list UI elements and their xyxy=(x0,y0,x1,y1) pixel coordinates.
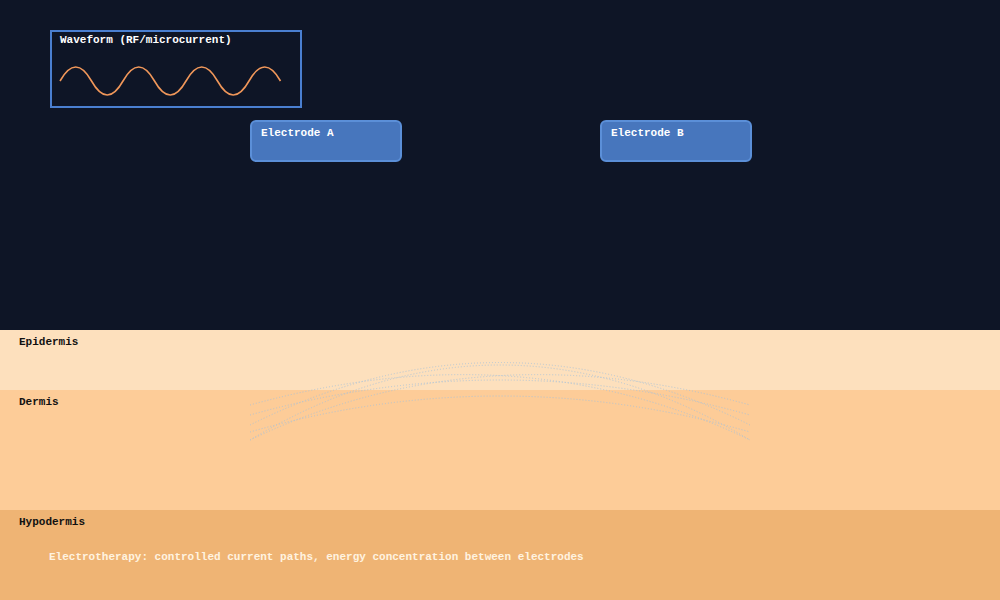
electrode-box: Electrode A xyxy=(250,120,402,162)
tissue-layer-band: Epidermis xyxy=(0,330,1000,390)
box-label: Waveform (RF/microcurrent) xyxy=(52,32,300,49)
electrode-box: Electrode B xyxy=(600,120,752,162)
layer-label: Epidermis xyxy=(0,330,1000,349)
layer-label: Dermis xyxy=(0,390,1000,409)
current-paths xyxy=(250,363,750,441)
layer-label: Hypodermis xyxy=(0,510,1000,529)
waveform-panel: Waveform (RF/microcurrent) xyxy=(50,30,302,108)
box-label: Electrode A xyxy=(252,122,400,145)
tissue-layer-band: Dermis xyxy=(0,390,1000,510)
box-label: Electrode B xyxy=(602,122,750,145)
sine-waveform xyxy=(60,67,281,95)
caption: Electrotherapy: controlled current paths… xyxy=(49,551,584,564)
